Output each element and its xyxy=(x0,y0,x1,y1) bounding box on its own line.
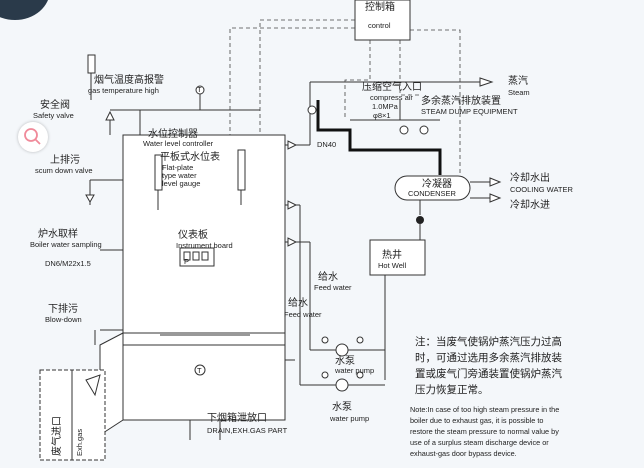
note-en-line: Note:In case of too high steam pressure … xyxy=(410,405,559,414)
scum-label-en: scum down valve xyxy=(35,166,93,175)
note-block: 注：当废气使锅炉蒸汽压力过高 时，可通过选用多余蒸汽排放装 置或废气门旁通装置使… xyxy=(410,335,562,458)
note-en-line: restore the steam pressure to normal val… xyxy=(410,427,559,436)
blowdown-label-cn: 下排污 xyxy=(48,302,78,315)
air-label-cn: 压缩空气入口 xyxy=(362,80,422,93)
p-mark: P xyxy=(184,257,189,266)
flat-gauge-label-en1: Flat-plate xyxy=(162,163,193,172)
feed1-label-en: Feed water xyxy=(314,283,352,292)
feed-water-lines xyxy=(285,200,385,392)
note-cn-line: 时，可通过选用多余蒸汽排放装 xyxy=(415,351,562,364)
condenser xyxy=(394,175,502,240)
note-cn-line: 压力恢复正常。 xyxy=(415,383,489,396)
pump1-label-cn: 水泵 xyxy=(335,355,355,367)
blowdown-label-en: Blow-down xyxy=(45,315,82,324)
steam-label-cn: 蒸汽 xyxy=(508,74,528,87)
safety-valve-label-en: Safety valve xyxy=(33,111,74,120)
exhaust-inlet xyxy=(39,369,106,461)
hotwell-label-en: Hot Well xyxy=(378,261,407,270)
steam-dump xyxy=(316,100,442,175)
note-en-line: exhaust-gas door bypass device. xyxy=(410,449,517,458)
scum-label-cn: 上排污 xyxy=(50,153,80,166)
pump1-label-en: water pump xyxy=(334,366,374,375)
air-label-en3: φ8×1 xyxy=(373,111,391,120)
flat-gauge-label-en2: type water xyxy=(162,171,197,180)
dump-label-en: STEAM DUMP EQUIPMENT xyxy=(421,107,518,116)
wlc-label-en: Water level controller xyxy=(143,139,214,148)
instrument-label-cn: 仪表板 xyxy=(178,228,208,241)
instrument-board: P xyxy=(179,247,215,267)
t-mark: T xyxy=(197,85,202,94)
air-label-en2: 1.0MPa xyxy=(372,102,399,111)
feed2-label-en: Feed water xyxy=(284,310,322,319)
water-level-gauge xyxy=(154,149,246,210)
feed1-label-cn: 给水 xyxy=(318,270,338,283)
condenser-label-cn: 冷凝器 xyxy=(422,177,452,190)
pump-1 xyxy=(335,343,349,357)
dump-label-cn: 多余蒸汽排放装置 xyxy=(421,94,501,107)
hot-well xyxy=(369,239,426,380)
note-cn-line: 注：当废气使锅炉蒸汽压力过高 xyxy=(415,335,562,348)
pump2-label-cn: 水泵 xyxy=(332,401,352,413)
pump2-label-en: water pump xyxy=(329,414,369,423)
exh-label-en: Exh.gas xyxy=(75,429,84,456)
svg-text:T: T xyxy=(197,366,202,375)
text-labels: 控制箱 control 烟气温度高报警 gas temperature high… xyxy=(30,0,574,456)
sampling-label-en: Boiler water sampling xyxy=(30,240,102,249)
cooling-in-label-cn: 冷却水进 xyxy=(510,198,550,211)
gas-temp-label-en: gas temperature high xyxy=(88,86,159,95)
pump-2 xyxy=(335,378,349,392)
hotwell-label-cn: 热井 xyxy=(382,248,402,261)
condenser-label-en: CONDENSER xyxy=(408,189,457,198)
cooling-out-label-cn: 冷却水出 xyxy=(510,171,550,184)
drain-label-en: DRAIN,EXH.GAS PART xyxy=(207,426,288,435)
chimney xyxy=(87,54,96,74)
left-valves xyxy=(85,179,123,345)
drain-label-cn: 下烟箱泄放口 xyxy=(207,411,267,424)
note-cn-line: 置或废气门旁通装置使锅炉蒸汽 xyxy=(415,367,562,380)
exh-label-cn: 废气进口 xyxy=(50,416,63,456)
feed2-label-cn: 给水 xyxy=(288,296,308,309)
control-label-cn: 控制箱 xyxy=(365,0,395,13)
zoom-button[interactable] xyxy=(18,122,48,152)
safety-valve-label-cn: 安全阀 xyxy=(40,98,70,111)
steam-label-en: Steam xyxy=(508,88,530,97)
air-label-en1: compress air xyxy=(370,93,413,102)
boiler-body: T xyxy=(99,134,286,436)
dn6-label: DN6/M22x1.5 xyxy=(45,259,91,268)
flat-gauge-label-en3: level gauge xyxy=(162,179,200,188)
note-en-line: use of a surplus steam discharge device … xyxy=(410,438,549,447)
cooling-water-label-en: COOLING WATER xyxy=(510,185,574,194)
note-en-line: boiler due to exhaust gas, it is possibl… xyxy=(410,416,543,425)
search-icon xyxy=(24,128,41,145)
dn40-label: DN40 xyxy=(317,140,336,149)
control-box xyxy=(354,0,411,41)
steam-line xyxy=(285,77,494,150)
sampling-label-cn: 炉水取样 xyxy=(38,227,78,240)
instrument-label-en: Instrument board xyxy=(176,241,233,250)
control-label-en: control xyxy=(368,21,391,30)
wlc-label-cn: 水位控制器 xyxy=(148,127,198,140)
signal-lines xyxy=(229,19,461,175)
flat-gauge-label-cn: 平板式水位表 xyxy=(160,150,220,163)
top-piping: T xyxy=(87,54,260,135)
gas-temp-label-cn: 烟气温度高报警 xyxy=(94,73,164,86)
